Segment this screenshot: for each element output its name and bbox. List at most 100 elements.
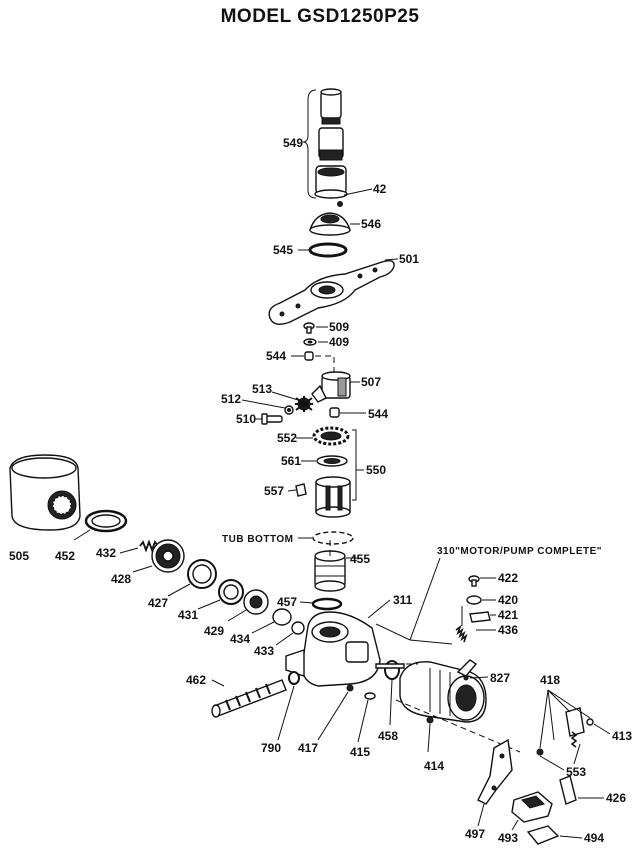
part-549-tower-tubes[interactable] [314, 88, 348, 199]
callout-427: 427 [148, 596, 168, 610]
callout-561: 561 [281, 454, 301, 468]
callout-455: 455 [350, 552, 370, 566]
part-417-screw[interactable] [346, 684, 354, 692]
callout-421: 421 [498, 608, 518, 622]
diagram-title: MODEL GSD1250P25 [220, 6, 420, 27]
callout-311: 311 [393, 593, 413, 607]
callout-422: 422 [498, 571, 518, 585]
part-457-clamp[interactable] [311, 597, 343, 611]
callout-417: 417 [298, 741, 318, 755]
callout-414: 414 [424, 759, 444, 773]
part-434-cap[interactable] [272, 608, 292, 626]
part-552-gear[interactable] [312, 426, 350, 446]
callout-790: 790 [261, 741, 281, 755]
part-561-ring[interactable] [316, 455, 348, 467]
callout-550: 550 [366, 463, 386, 477]
callout-452: 452 [55, 549, 75, 563]
callout-497: 497 [465, 827, 485, 841]
callout-512: 512 [221, 392, 241, 406]
part-436-spring[interactable] [455, 606, 468, 643]
callout-42: 42 [373, 182, 387, 196]
part-494-block[interactable] [526, 825, 560, 845]
callout-549: 549 [283, 136, 303, 150]
callout-432: 432 [96, 546, 116, 560]
part-420-washer[interactable] [466, 595, 482, 605]
callout-501: 501 [399, 252, 419, 266]
part-409-washer[interactable] [303, 338, 317, 346]
callout-457: 457 [277, 595, 297, 609]
part-414-bolt[interactable] [375, 663, 434, 724]
callout-505: 505 [9, 549, 29, 563]
part-432-spring[interactable] [139, 539, 159, 553]
callout-553: 553 [566, 765, 586, 779]
callout-436: 436 [498, 623, 518, 637]
bracket-310 [375, 557, 453, 645]
part-557-clip[interactable] [295, 483, 307, 497]
bracket-549 [302, 89, 317, 199]
callout-552: 552 [277, 431, 297, 445]
part-545-ring[interactable] [308, 242, 348, 258]
callout-418: 418 [540, 673, 560, 687]
callout-413: 413 [612, 729, 632, 743]
part-827-screw[interactable] [463, 675, 469, 681]
part-426-clip[interactable] [559, 775, 577, 805]
caption-tub-bottom: TUB BOTTOM [222, 534, 293, 545]
callout-507: 507 [361, 375, 381, 389]
callout-513: 513 [252, 382, 272, 396]
part-550-strainer-housing[interactable] [315, 476, 351, 518]
part-544-nozzle-upper[interactable] [304, 351, 314, 361]
part-427-ring[interactable] [187, 559, 217, 589]
callout-409: 409 [329, 335, 349, 349]
part-421-bracket[interactable] [469, 611, 491, 623]
callout-544-lower: 544 [368, 407, 388, 421]
callout-433: 433 [254, 644, 274, 658]
callout-510: 510 [236, 412, 256, 426]
part-544-nozzle-lower[interactable] [329, 407, 340, 418]
callout-557: 557 [264, 484, 284, 498]
callout-546: 546 [361, 217, 381, 231]
part-505-filter-housing[interactable] [9, 454, 81, 531]
callout-426: 426 [606, 791, 626, 805]
callout-827: 827 [490, 671, 510, 685]
part-418-hardware[interactable] [536, 707, 594, 756]
leader-553 [539, 743, 581, 771]
part-510-bolt[interactable] [261, 413, 283, 425]
part-790-clamp[interactable] [288, 671, 300, 685]
part-462-drain-hose[interactable] [211, 679, 287, 718]
part-motor[interactable] [399, 659, 487, 723]
part-415-washer[interactable] [364, 692, 376, 700]
caption-motor-pump-complete: 310"MOTOR/PUMP COMPLETE" [437, 546, 602, 557]
callout-434: 434 [230, 632, 250, 646]
part-429-disk[interactable] [243, 589, 269, 615]
part-422-screw[interactable] [468, 575, 480, 587]
part-493-switch[interactable] [511, 791, 553, 823]
callout-429: 429 [204, 624, 224, 638]
callout-509: 509 [329, 320, 349, 334]
callout-462: 462 [186, 673, 206, 687]
part-tub-bottom-seal[interactable] [312, 531, 354, 545]
callout-493: 493 [498, 831, 518, 845]
callout-494: 494 [584, 831, 604, 845]
part-433-nut[interactable] [291, 621, 305, 635]
callout-544-upper: 544 [266, 349, 286, 363]
part-311-pump-body[interactable] [285, 611, 381, 687]
part-42-screw[interactable] [337, 201, 343, 207]
part-431-ring[interactable] [218, 579, 244, 605]
part-428-impeller-wheel[interactable] [151, 539, 185, 573]
part-452-clamp[interactable] [84, 509, 128, 533]
part-455-coupling[interactable] [314, 550, 346, 592]
callout-431: 431 [178, 608, 198, 622]
part-546-hub[interactable] [309, 212, 351, 236]
part-512-washer[interactable] [284, 405, 294, 415]
bracket-550 [352, 429, 364, 501]
part-513-impeller[interactable] [295, 396, 313, 412]
leader-418 [539, 689, 591, 749]
callout-428: 428 [111, 572, 131, 586]
part-501-spray-arm[interactable] [268, 259, 395, 325]
callout-420: 420 [498, 593, 518, 607]
part-507-pump-housing[interactable] [311, 371, 351, 403]
part-509-screw[interactable] [303, 322, 315, 334]
part-497-bracket[interactable] [477, 738, 513, 805]
callout-545: 545 [273, 243, 293, 257]
